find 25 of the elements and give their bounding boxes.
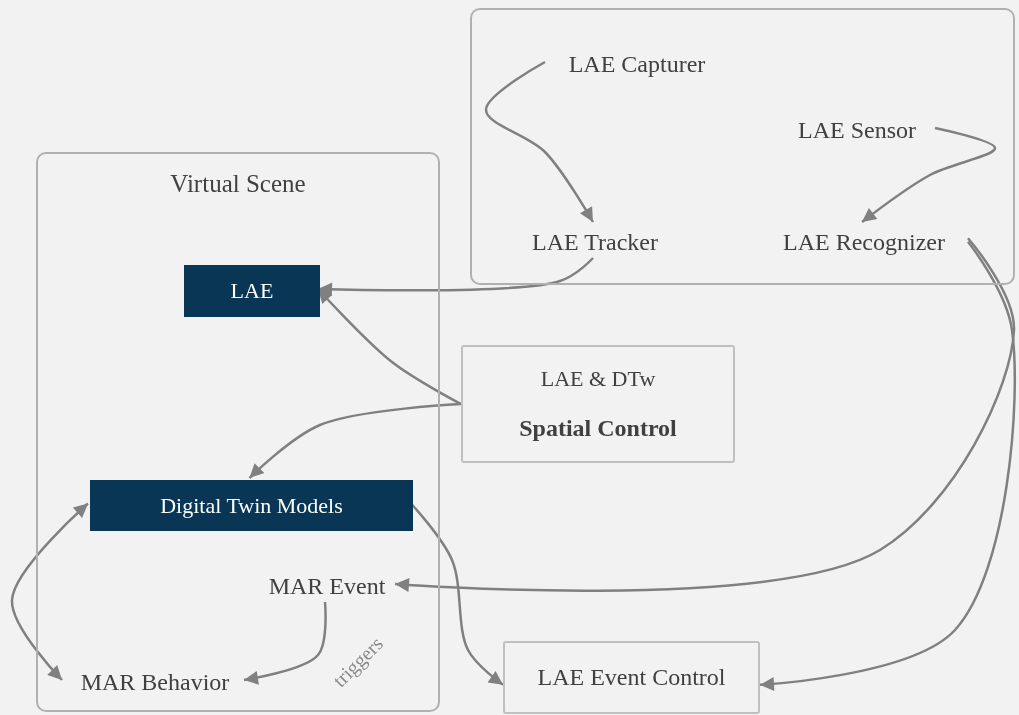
arrow xyxy=(759,241,1016,691)
model-box xyxy=(184,265,320,317)
control-box xyxy=(503,641,760,714)
component-label: MAR Event xyxy=(257,568,397,604)
box-title: Spatial Control xyxy=(519,414,677,442)
component-label: LAE Sensor xyxy=(777,112,937,148)
group-container xyxy=(470,8,1015,285)
arrow xyxy=(10,502,89,681)
component-label: LAE Tracker xyxy=(510,224,680,260)
arrow xyxy=(248,402,462,479)
model-box xyxy=(90,480,413,531)
box-label: Digital Twin Models xyxy=(160,492,343,519)
group-container xyxy=(36,152,440,712)
arrow xyxy=(243,601,327,685)
control-box xyxy=(461,345,735,463)
component-label: LAE Recognizer xyxy=(758,224,970,260)
component-label: MAR Behavior xyxy=(64,664,246,700)
arrow xyxy=(394,237,1016,592)
box-label: LAE Event Control xyxy=(537,664,726,691)
component-label: LAE Capturer xyxy=(547,46,727,82)
box-label: LAE & DTw xyxy=(540,366,656,393)
group-heading: Virtual Scene xyxy=(169,170,307,198)
arrow xyxy=(861,126,997,223)
arrow xyxy=(484,60,595,223)
box-label: LAE xyxy=(230,278,274,304)
